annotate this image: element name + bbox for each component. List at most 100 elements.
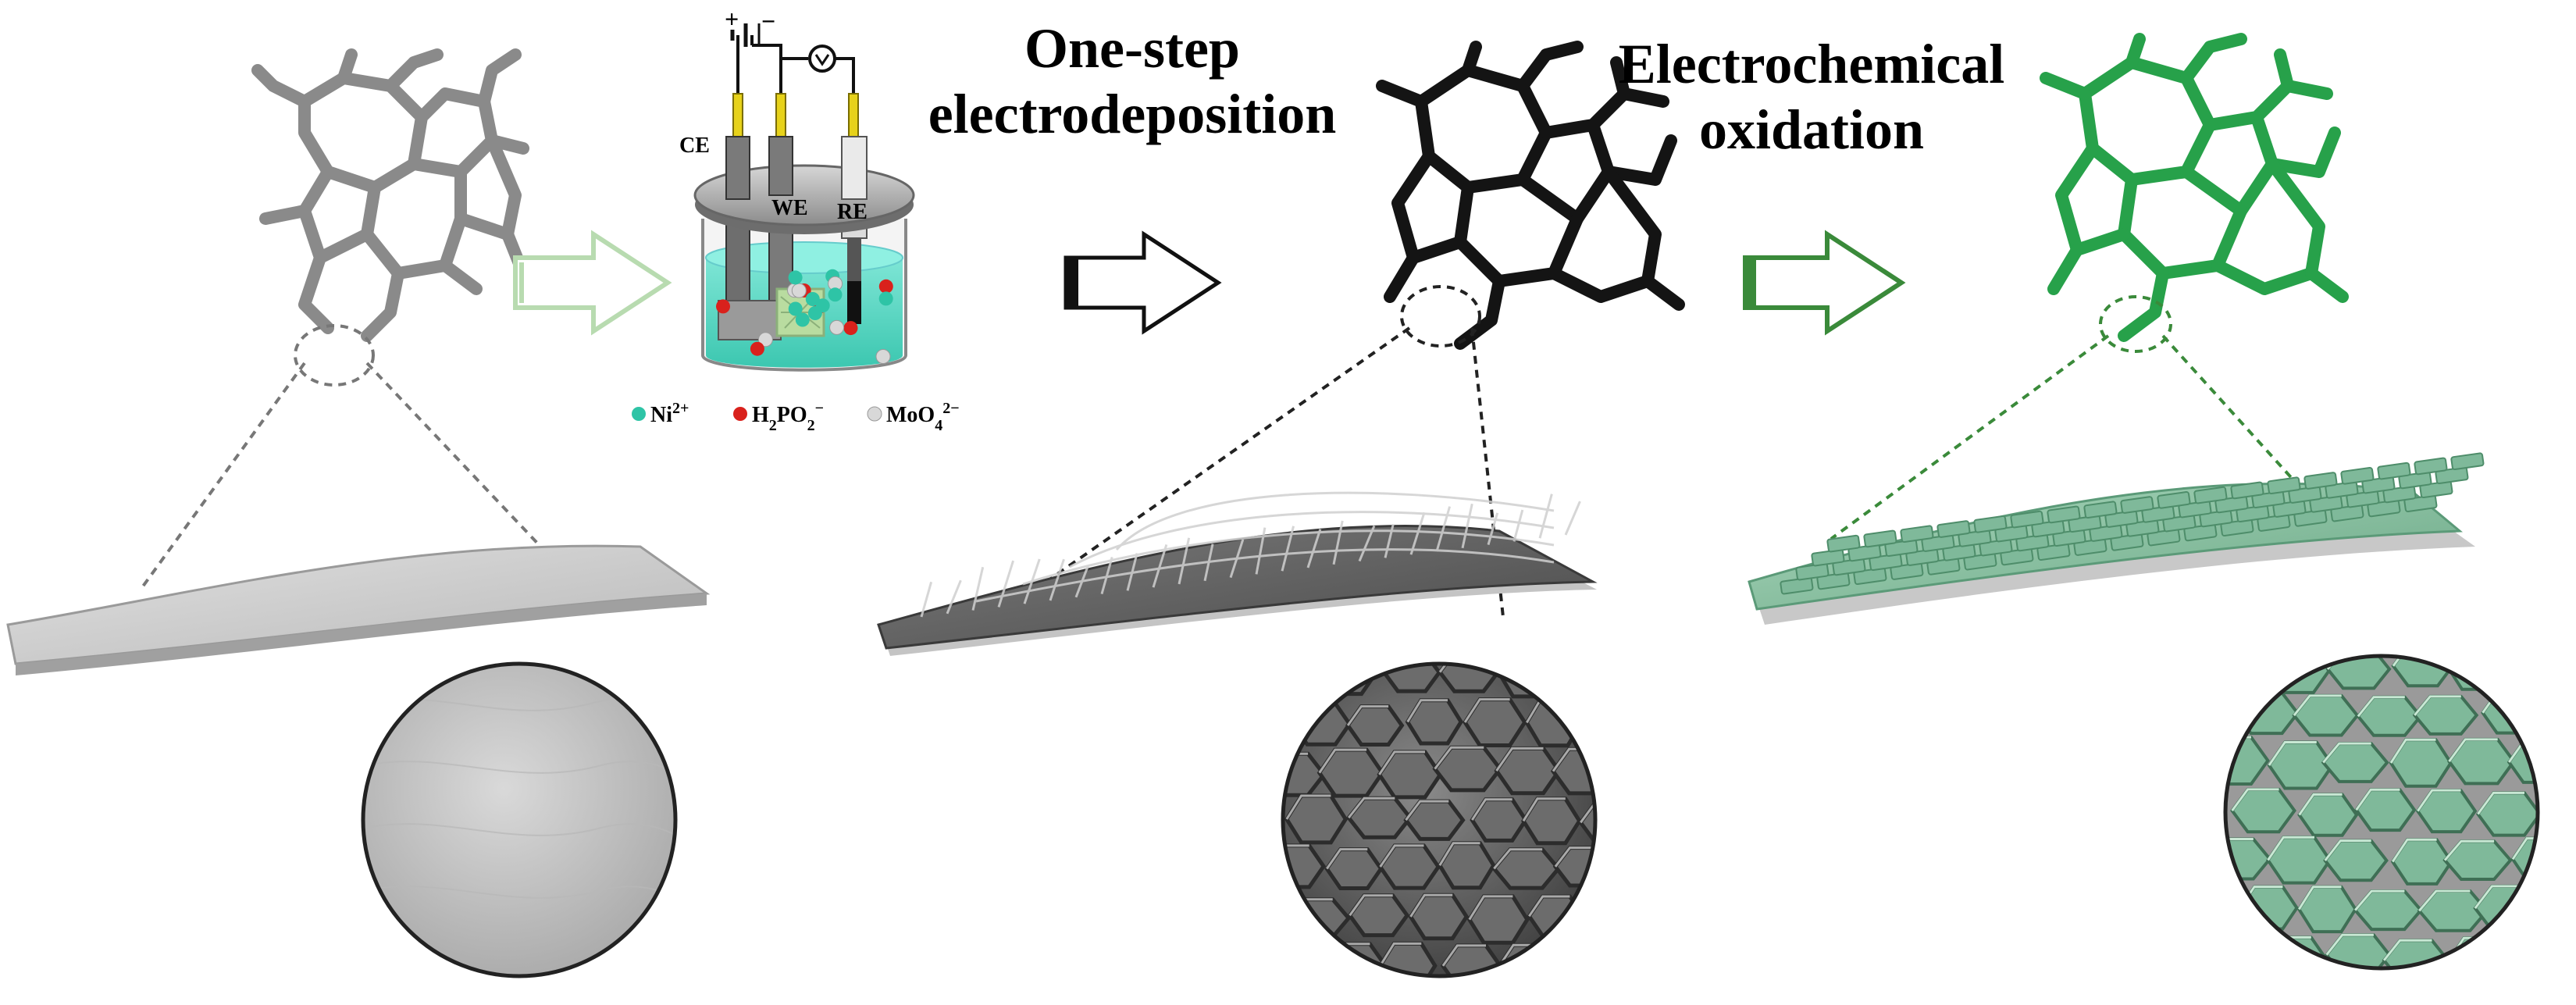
step-title-line: electrodeposition [928,83,1337,145]
ni-ion [788,270,803,285]
plate-highlight [1434,746,1484,770]
ce-label: CE [679,134,710,158]
plate-highlight [2231,788,2279,811]
plate-highlight [1580,700,1595,724]
plate-highlight [2414,695,2461,716]
oxide-flake [2047,505,2081,524]
plate-highlight [2417,789,2461,812]
plus-sign: + [725,5,739,33]
plate-highlight [1498,664,1540,675]
hypophosphite-ion-marker [733,407,747,421]
plate-highlight [2354,889,2405,911]
hypophosphite-ion [843,321,858,336]
crack-line [1306,529,1322,568]
plate-highlight [2225,936,2250,960]
oxide-flake [2230,481,2264,500]
crack-line [971,566,985,611]
nimo-plate [1579,699,1595,747]
arrow-to-deposition [1064,230,1222,335]
circuit-wires [730,23,855,94]
nimoo-plate [2296,885,2357,934]
plate-highlight [2225,838,2254,860]
plate-highlight [2298,886,2342,911]
plate-highlight [2544,791,2576,814]
nimo-plate [1283,843,1327,889]
oxide-flake [1826,534,1861,553]
plate-highlight [2508,936,2538,958]
oxide-flake [2377,462,2411,480]
plate-highlight [2391,838,2437,863]
nimoo-plate [2442,839,2513,881]
plate-highlight [1409,893,1453,918]
deposited-foam [1376,41,1685,350]
plate-highlight [1522,797,1566,822]
oxide-flake [1863,529,1897,548]
hypophosphite-ion [750,341,764,356]
crack-line [997,560,1015,608]
ni-ion [795,312,810,327]
oxide-flake [2303,472,2338,490]
nimoo-plate [2225,936,2268,968]
plate-highlight [2477,791,2524,815]
nimoo-plate [2447,737,2516,786]
deposited-zoom-circle [1281,661,1598,978]
electrolyte-ions [716,269,893,364]
plate-highlight [2298,793,2343,816]
oxide-flake [2450,452,2485,471]
nimo-plate [1491,847,1562,890]
nimoo-plate [2321,742,2389,783]
plate-highlight [1554,846,1595,868]
plate-highlight [2511,837,2538,861]
nimoo-plate [2267,740,2335,790]
ion-legend: Ni2+ H2PO2− MoO42− [632,400,960,434]
nimo-plate [1346,796,1413,839]
ni-ion [815,298,830,313]
crack-line [1435,506,1452,552]
plate-highlight [1326,848,1368,870]
nimoo-plate [2266,836,2332,885]
oxide-flake [1811,548,1845,567]
nimo-plate [1578,800,1595,846]
plate-highlight [2267,836,2314,861]
crack-line [1049,558,1065,601]
oxide-flake [1780,576,1814,595]
nimo-plate [1466,894,1530,945]
substrate-zoom-circle [361,661,678,978]
step-title-line: Electrochemical [1618,33,2005,95]
ni-ion [805,292,820,306]
nimoo-plate [2475,791,2538,837]
plate-highlight [1463,698,1510,723]
plate-highlight [1283,943,1305,965]
plate-highlight [2535,692,2538,718]
step-title-electrodeposition: One-step electrodeposition [898,16,1366,147]
oxide-flake [1795,562,1830,581]
plate-highlight [1468,895,1513,921]
plate-highlight [2446,656,2492,667]
plate-highlight [2443,839,2495,861]
nimo-plate [1577,893,1595,944]
nimoo-plate [2390,838,2453,886]
oxide-flake [2083,501,2118,519]
deposited-sheet [877,491,1598,656]
oxide-flake [2340,467,2375,485]
plate-highlight [1349,894,1393,917]
nimoo-plate [2354,788,2417,832]
plate-highlight [1379,844,1424,868]
plate-highlight [2263,656,2314,671]
nimo-plate [1463,697,1527,747]
nimo-plate [1317,664,1378,697]
ni-ion [828,287,843,302]
nimoo-plate [2233,691,2300,736]
oxide-flake [1973,515,2008,533]
nimoo-plate [2412,694,2479,736]
oxide-flake [2193,486,2228,504]
plate-highlight [2325,933,2374,956]
step-title-line: oxidation [1698,98,1925,161]
crack-line [1100,557,1113,595]
legend-ni: Ni2+ [650,400,689,427]
zoom-indicator-3 [1830,295,2313,540]
ni-ion-marker [632,407,646,421]
plate-highlight [2389,738,2436,764]
